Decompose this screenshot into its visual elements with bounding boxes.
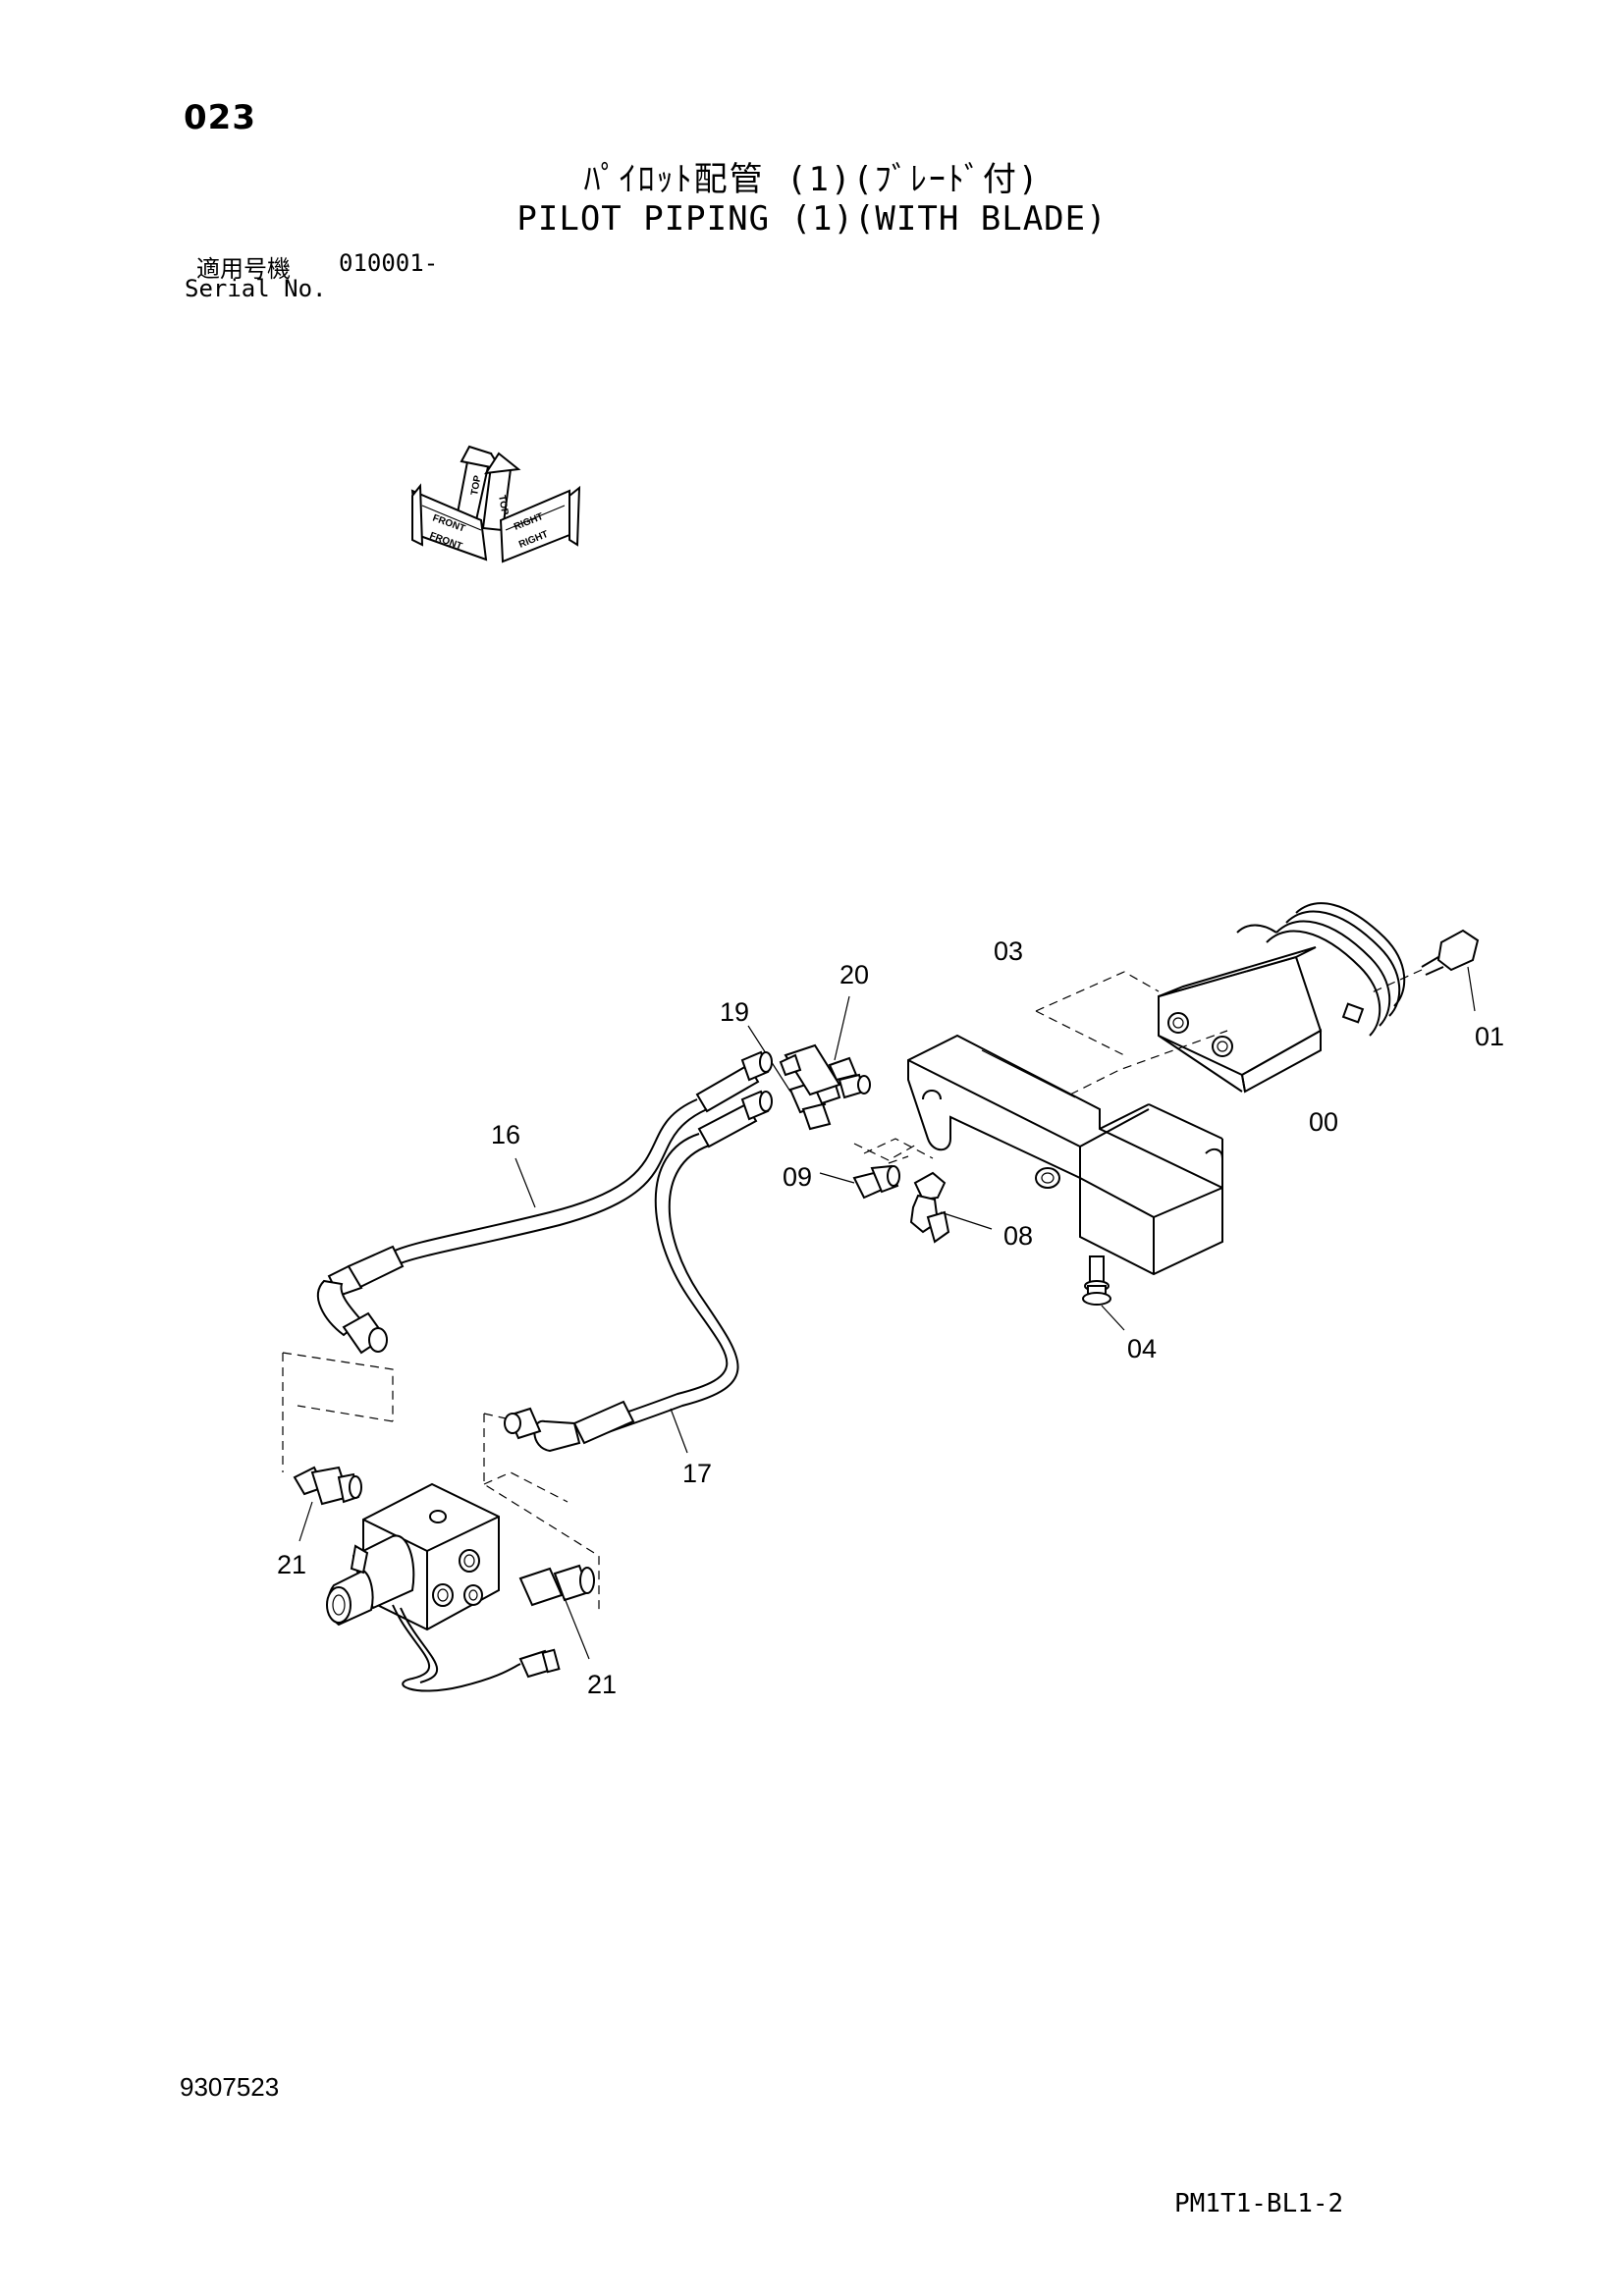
serial-value: 010001- [339, 249, 439, 277]
callout-00: 00 [1309, 1107, 1338, 1137]
part-16-hose [317, 1050, 773, 1355]
solenoid-valve-block [326, 1482, 561, 1692]
part-17-hose [504, 1090, 773, 1454]
part-08-elbow-fitting [909, 1171, 993, 1244]
part-00-pilot-valve [1158, 902, 1406, 1094]
callout-21: 21 [587, 1670, 617, 1699]
title-english: PILOT PIPING (1)(WITH BLADE) [516, 199, 1108, 239]
callout-19: 19 [720, 997, 749, 1027]
orientation-indicator: TOP TOP FRONT FRONT RIGHT RIGHT [410, 445, 581, 563]
title-japanese: ﾊﾟｲﾛｯﾄ配管 (1)(ﾌﾞﾚｰﾄﾞ付) [583, 160, 1041, 199]
part-20-tee-fitting [779, 995, 871, 1099]
part-21-fitting-left [293, 1466, 362, 1542]
sheet-code: PM1T1-BL1-2 [1174, 2189, 1344, 2218]
page-number: 023 [184, 98, 256, 137]
orientation-label-top: TOP [496, 495, 510, 516]
drawing-number: 9307523 [180, 2072, 280, 2102]
part-03-bracket [907, 1034, 1223, 1276]
callout-09: 09 [783, 1162, 812, 1192]
part-09-straight-fitting [819, 1164, 900, 1200]
callout-20: 20 [839, 960, 869, 989]
part-04-bolt [1082, 1255, 1125, 1331]
orientation-label-top: TOP [469, 474, 483, 496]
callout-01: 01 [1475, 1022, 1504, 1051]
part-01-bolt [1369, 929, 1480, 1012]
callout-03: 03 [994, 936, 1023, 966]
callout-17: 17 [682, 1459, 712, 1488]
callout-21: 21 [277, 1550, 306, 1579]
part-21-fitting-right [518, 1564, 595, 1660]
serial-label-english: Serial No. [185, 275, 327, 302]
serial-label-japanese: 適用号機 [196, 255, 291, 283]
callout-04: 04 [1127, 1334, 1157, 1363]
callout-16: 16 [491, 1120, 520, 1149]
callout-08: 08 [1003, 1221, 1033, 1251]
